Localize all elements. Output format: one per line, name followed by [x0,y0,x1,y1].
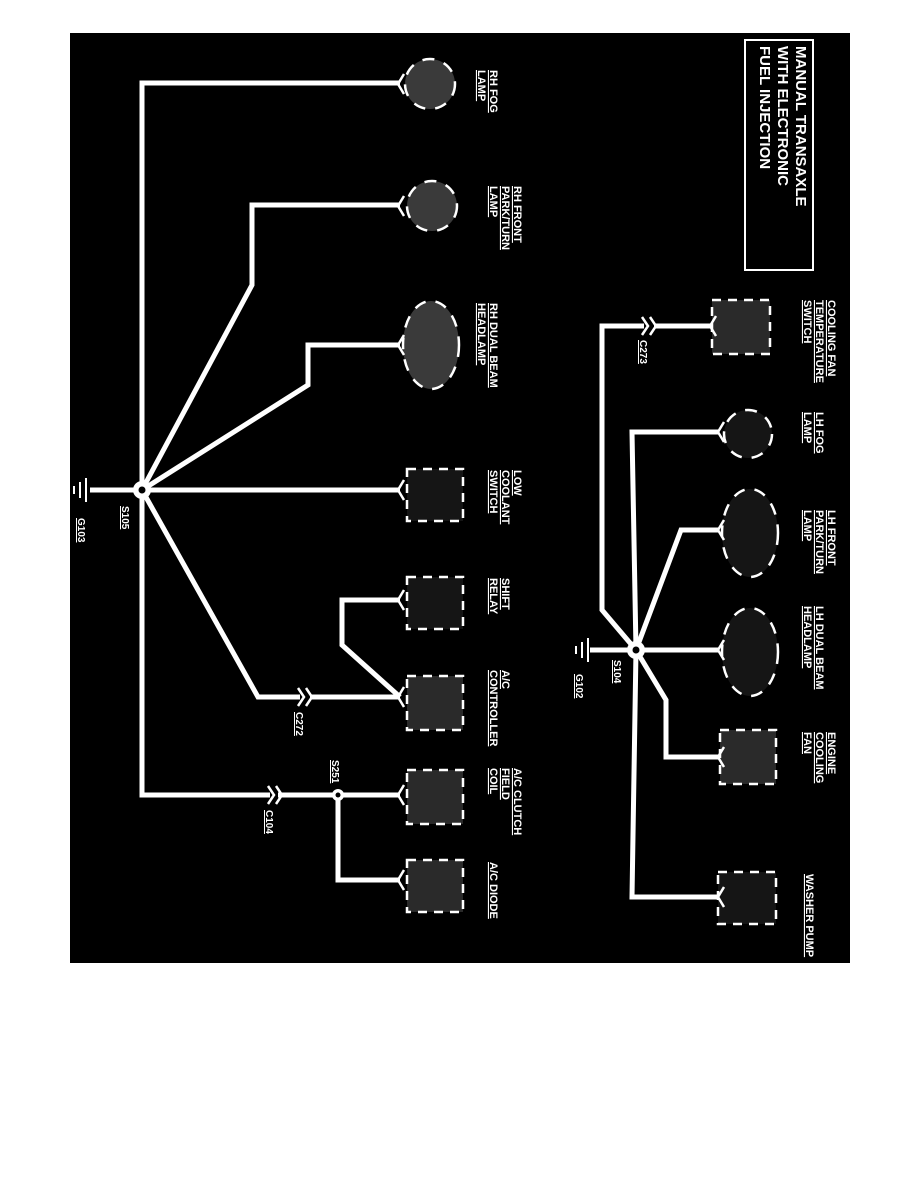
rh-front-park-turn-lamp-symbol [396,179,459,233]
s104-splice [627,641,645,659]
svg-text:ENGINE: ENGINE [825,732,837,774]
svg-text:COOLANT: COOLANT [499,470,511,525]
washer-pump-symbol [716,870,778,926]
s251-label: S251 [329,760,340,784]
title-line-1: MANUAL TRANSAXLE [792,46,809,207]
svg-text:G103: G103 [75,518,86,543]
s104-label: S104 [611,660,622,684]
cooling-fan-temperature-switch-label: COOLING FAN TEMPERATURE SWITCH [801,300,837,383]
shift-relay-symbol [396,575,465,631]
rh-dual-beam-headlamp-label: RH DUAL BEAM HEADLAMP [475,303,499,388]
lh-dual-beam-headlamp-label: LH DUAL BEAM HEADLAMP [801,606,825,690]
c272-connector-symbol [296,687,314,707]
s251-splice [332,789,344,801]
g102-label: G102 [573,674,584,699]
svg-text:S251: S251 [329,760,340,784]
rh-dual-beam-headlamp-symbol [396,299,461,391]
svg-text:FIELD: FIELD [499,768,511,800]
engine-cooling-fan-label: ENGINE COOLING FAN [801,732,837,783]
svg-text:RELAY: RELAY [487,578,499,615]
svg-text:WASHER PUMP: WASHER PUMP [803,874,815,957]
s105-label: S105 [119,506,130,530]
svg-text:LAMP: LAMP [801,510,813,541]
ac-clutch-field-coil-symbol [396,768,465,826]
svg-text:PARK/TURN: PARK/TURN [813,510,825,574]
svg-text:LH DUAL BEAM: LH DUAL BEAM [813,606,825,690]
s105-splice [133,481,151,499]
svg-text:C272: C272 [293,712,304,736]
svg-text:RH FOG: RH FOG [487,70,499,113]
svg-text:SHIFT: SHIFT [499,578,511,610]
title-line-3: FUEL INJECTION [756,46,773,169]
svg-text:S104: S104 [611,660,622,684]
ac-diode-label: A/C DIODE [487,862,499,919]
ac-clutch-field-coil-label: A/C CLUTCH FIELD COIL [487,768,523,835]
c273-label: C273 [637,340,648,364]
svg-text:C273: C273 [637,340,648,364]
svg-text:LH FRONT: LH FRONT [825,510,837,566]
lh-fog-lamp-symbol [716,408,774,460]
ac-controller-symbol [396,674,465,732]
washer-pump-label: WASHER PUMP [803,874,815,957]
shift-relay-label: SHIFT RELAY [487,578,511,615]
svg-text:A/C DIODE: A/C DIODE [487,862,499,919]
svg-text:LAMP: LAMP [801,412,813,443]
c104-label: C104 [263,810,274,834]
rh-front-park-turn-lamp-label: RH FRONT PARK/TURN LAMP [487,186,523,250]
s104-wiring [590,323,718,900]
lh-front-park-turn-lamp-label: LH FRONT PARK/TURN LAMP [801,510,837,574]
lh-fog-lamp-label: LH FOG LAMP [801,412,825,454]
svg-text:LAMP: LAMP [475,70,487,101]
svg-text:HEADLAMP: HEADLAMP [475,303,487,365]
svg-text:COOLING: COOLING [813,732,825,783]
svg-text:COOLING FAN: COOLING FAN [825,300,837,376]
low-coolant-switch-label: LOW COOLANT SWITCH [487,470,523,525]
lh-front-park-turn-lamp-symbol [716,487,780,579]
lh-dual-beam-headlamp-symbol [716,606,780,698]
svg-text:SWITCH: SWITCH [801,300,813,343]
svg-text:A/C CLUTCH: A/C CLUTCH [511,768,523,835]
svg-text:PARK/TURN: PARK/TURN [499,186,511,250]
svg-text:LH FOG: LH FOG [813,412,825,454]
low-coolant-switch-symbol [396,467,465,523]
title-line-2: WITH ELECTRONIC [774,46,791,186]
engine-cooling-fan-symbol [716,728,778,786]
svg-text:SWITCH: SWITCH [487,470,499,513]
g103-label: G103 [75,518,86,543]
svg-text:LOW: LOW [511,470,523,496]
rh-fog-lamp-symbol [396,57,457,111]
title-box: MANUAL TRANSAXLE WITH ELECTRONIC FUEL IN… [744,39,814,271]
svg-text:S105: S105 [119,506,130,530]
c273-connector-symbol [640,316,658,336]
g102-ground-icon [575,638,589,662]
ac-controller-label: A/C CONTROLLER [487,670,511,746]
cooling-fan-temperature-switch-symbol [708,298,772,356]
svg-text:C104: C104 [263,810,274,834]
svg-text:A/C: A/C [499,670,511,689]
svg-text:G102: G102 [573,674,584,699]
svg-text:LAMP: LAMP [487,186,499,217]
svg-text:COIL: COIL [487,768,499,795]
c104-connector-symbol [266,785,284,805]
g103-ground-icon [73,478,87,502]
svg-text:CONTROLLER: CONTROLLER [487,670,499,746]
svg-text:HEADLAMP: HEADLAMP [801,606,813,668]
svg-text:FAN: FAN [801,732,813,754]
ac-diode-symbol [396,858,465,914]
rh-fog-lamp-label: RH FOG LAMP [475,70,499,113]
s105-wiring [90,80,402,883]
c272-label: C272 [293,712,304,736]
svg-text:RH DUAL BEAM: RH DUAL BEAM [487,303,499,388]
svg-text:TEMPERATURE: TEMPERATURE [813,300,825,383]
svg-text:RH FRONT: RH FRONT [511,186,523,243]
